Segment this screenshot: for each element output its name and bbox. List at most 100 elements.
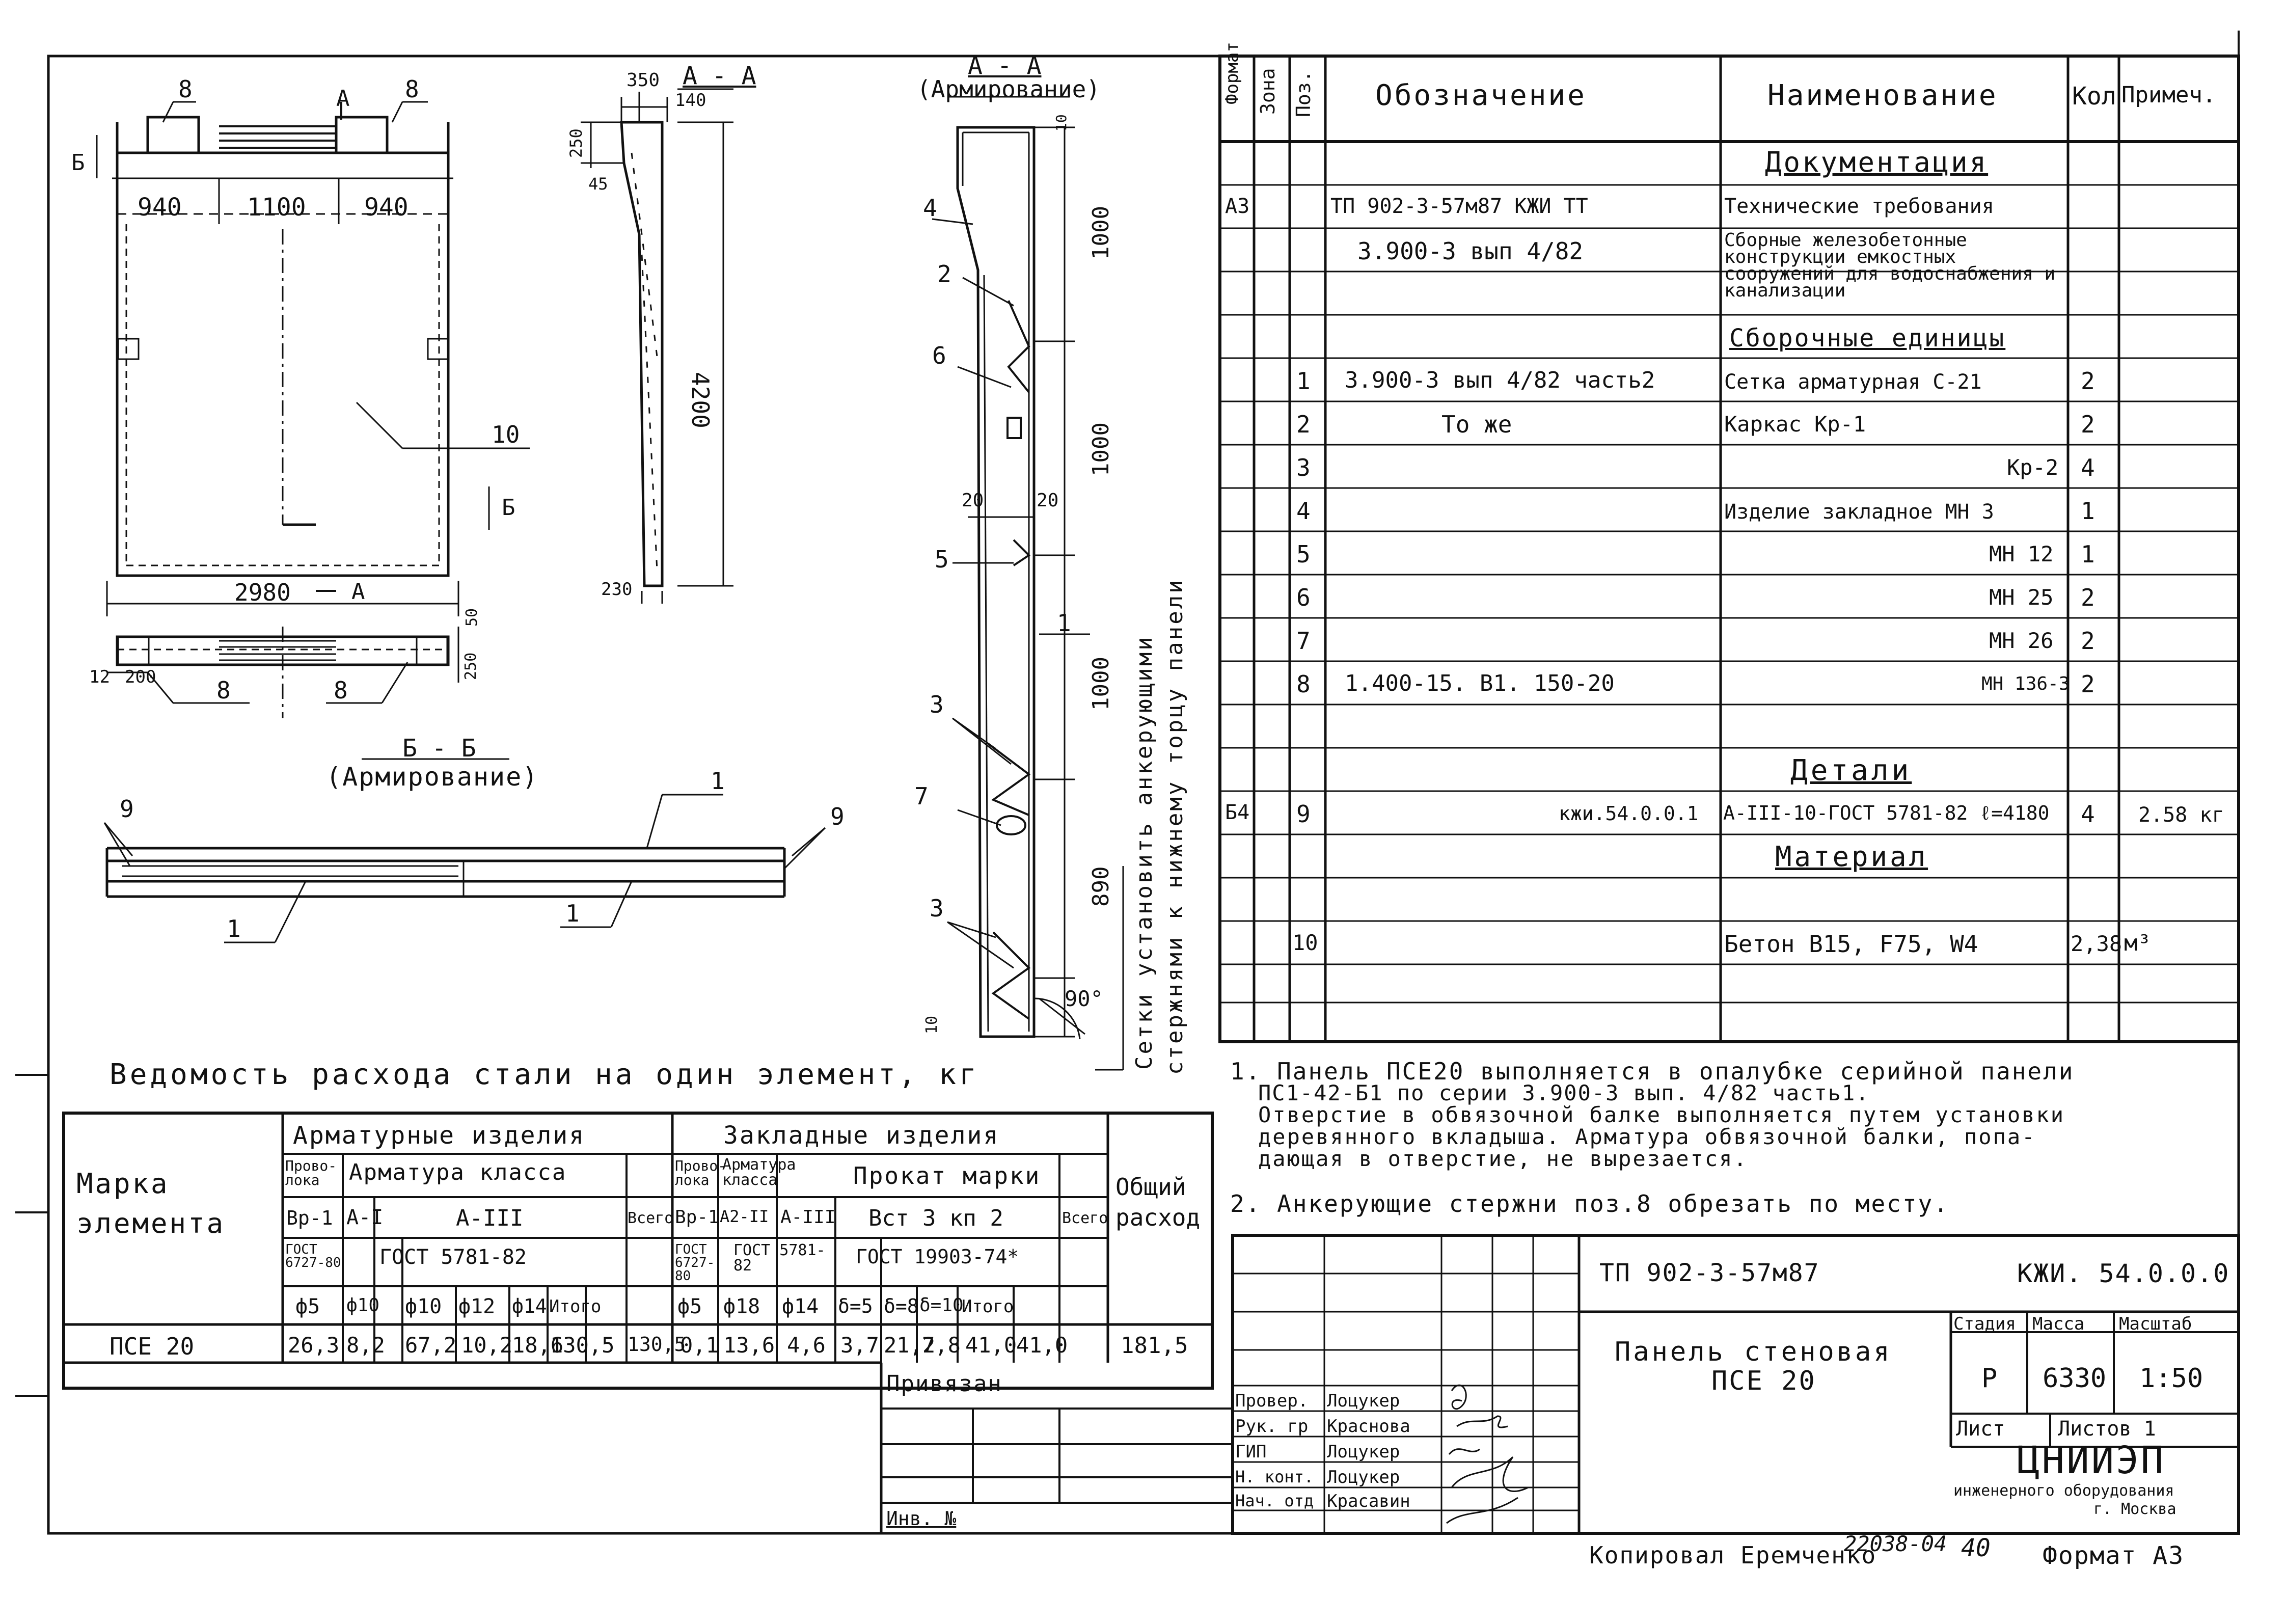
col-zone-header: Зона bbox=[1257, 68, 1279, 115]
grade-label: А-III bbox=[456, 1205, 524, 1231]
dimension-text: 12 bbox=[89, 667, 110, 687]
signer-name: Лоцукер bbox=[1327, 1442, 1400, 1462]
signer-name: Красавин bbox=[1327, 1491, 1410, 1511]
callout-label: 1 bbox=[711, 767, 725, 795]
steel-value: 8,2 bbox=[346, 1333, 385, 1358]
element-mark: ПСЕ 20 bbox=[110, 1333, 195, 1360]
callout-label: 8 bbox=[405, 75, 419, 103]
steel-value: 0,1 bbox=[680, 1333, 719, 1358]
steel-title: Ведомость расхода стали на один элемент,… bbox=[110, 1058, 979, 1091]
row-name: Изделие закладное МН 3 bbox=[1724, 500, 1994, 524]
scale-value: 1:50 bbox=[2139, 1363, 2203, 1394]
row-name: Технические требования bbox=[1724, 195, 1994, 218]
dimension-text: 350 bbox=[627, 70, 660, 91]
callout-label: 1 bbox=[227, 915, 241, 942]
title-block-grid bbox=[1231, 1234, 2240, 1535]
document-code: КЖИ. 54.0.0.0 bbox=[2017, 1259, 2230, 1288]
section-title: Б - Б bbox=[402, 734, 476, 763]
section-details-title: Детали bbox=[1790, 754, 1912, 787]
organization-subtitle: инженерного оборудования bbox=[1953, 1482, 2174, 1500]
diam-label: ф5 bbox=[295, 1295, 320, 1318]
steel-value: 7,8 bbox=[922, 1333, 961, 1358]
col-arm-header: Арматурные изделия bbox=[293, 1121, 586, 1150]
section-subtitle: (Армирование) bbox=[917, 75, 1101, 103]
dimension-text: 250 bbox=[462, 652, 480, 680]
sheet-label: Лист bbox=[1956, 1417, 2005, 1441]
row-pos: 6 bbox=[1296, 584, 1311, 611]
callout-label: 4 bbox=[923, 194, 937, 222]
wire-header: Прово-лока bbox=[675, 1157, 727, 1188]
callout-label: 1 bbox=[1057, 609, 1071, 637]
col-format-header: Формат bbox=[1222, 42, 1242, 104]
diam-label: δ=10 bbox=[919, 1295, 964, 1316]
copied-by: Копировал Еремченко bbox=[1589, 1541, 1877, 1569]
stage-header: Стадия bbox=[1953, 1314, 2016, 1334]
diam-label: δ=8 bbox=[884, 1295, 919, 1317]
col-note-header: Примеч. bbox=[2121, 82, 2216, 108]
diam-label: ф14 bbox=[512, 1295, 547, 1317]
project-code: ТП 902-3-57м87 bbox=[1599, 1259, 1820, 1287]
section-mark: Б bbox=[502, 495, 515, 521]
dimension-text: 20 bbox=[1037, 490, 1059, 511]
dimension-text: 45 bbox=[588, 174, 608, 194]
scale-header: Масштаб bbox=[2119, 1314, 2192, 1334]
dimension-text: 20 bbox=[962, 490, 984, 511]
section-mark: А bbox=[351, 579, 365, 605]
steel-value: 3,7 bbox=[840, 1333, 879, 1358]
row-pos: 10 bbox=[1292, 930, 1318, 955]
row-qty: 2 bbox=[2081, 411, 2095, 438]
note-line: Отверстие в обвязочной балке выполняется… bbox=[1258, 1102, 2065, 1127]
section-title: А - А bbox=[683, 62, 756, 90]
row-designation: 1.400-15. В1. 150-20 bbox=[1345, 670, 1615, 696]
dimension-text: 1100 bbox=[247, 193, 306, 222]
role-label: Рук. гр bbox=[1235, 1416, 1309, 1437]
diam-label: ф5 bbox=[677, 1295, 702, 1318]
dimension-text: 940 bbox=[364, 193, 409, 222]
diam-label: ф18 bbox=[723, 1295, 760, 1318]
diam-label: δ=5 bbox=[838, 1295, 873, 1317]
callout-label: 8 bbox=[216, 676, 231, 704]
organization-name: ЦНИИЭП bbox=[2017, 1439, 2166, 1482]
grade-label: Вр-1 bbox=[675, 1207, 719, 1228]
row-designation: То же bbox=[1441, 411, 1512, 438]
row-note: 2.58 кг bbox=[2138, 803, 2224, 827]
dimension-text: 890 bbox=[1088, 866, 1114, 907]
note-line: 2. Анкерующие стержни поз.8 обрезать по … bbox=[1230, 1190, 1949, 1217]
rolled-header: Прокат марки bbox=[853, 1162, 1041, 1189]
row-format: А3 bbox=[1225, 195, 1250, 218]
note-line: дающая в отверстие, не вырезается. bbox=[1258, 1146, 1748, 1171]
steel-value: 41,0 bbox=[965, 1333, 1017, 1358]
steel-value: 13,6 bbox=[723, 1333, 775, 1358]
row-qty: 4 bbox=[2081, 454, 2095, 481]
vertical-note: стержнями к нижнему торцу панели bbox=[1162, 578, 1188, 1075]
steel-value: 67,2 bbox=[405, 1333, 457, 1358]
steel-value: 18,6 bbox=[512, 1333, 564, 1358]
spec-table-grid bbox=[1218, 55, 2240, 1043]
steel-value: 10,2 bbox=[461, 1333, 513, 1358]
grade-label: А-I bbox=[346, 1206, 384, 1229]
note-line: ПС1-42-Б1 по серии 3.900-3 вып. 4/82 час… bbox=[1258, 1080, 1870, 1105]
section-aa-form bbox=[581, 88, 733, 604]
dimension-text: 1000 bbox=[1088, 422, 1114, 476]
row-name: Каркас Кр-1 bbox=[1724, 412, 1866, 437]
row-name: МН 12 bbox=[1989, 542, 2054, 566]
callout-label: 3 bbox=[930, 691, 944, 718]
role-label: ГИП bbox=[1235, 1442, 1267, 1462]
section-aa-reinforcement bbox=[932, 96, 1124, 1071]
section-mark: А bbox=[336, 86, 350, 112]
row-name: Кр-2 bbox=[2007, 455, 2059, 480]
section-mark: Б bbox=[71, 150, 85, 176]
archive-number: 22038-04 bbox=[1844, 1531, 1947, 1556]
callout-label: 7 bbox=[914, 782, 929, 810]
row-designation: 3.900-3 вып 4/82 bbox=[1357, 237, 1584, 265]
gost-label: ГОСТ 5781-82 bbox=[733, 1241, 826, 1275]
steel-value: 41,0 bbox=[1016, 1333, 1068, 1358]
section-bb bbox=[103, 758, 826, 943]
privyazan-label: Привязан bbox=[886, 1371, 1002, 1397]
vertical-note: Сетки установить анкерующими bbox=[1131, 635, 1157, 1070]
row-pos: 5 bbox=[1296, 540, 1311, 568]
callout-label: 9 bbox=[120, 795, 134, 823]
dimension-text: 2980 bbox=[234, 579, 291, 606]
vsego-label: Всего bbox=[628, 1209, 674, 1227]
callout-label: 5 bbox=[935, 546, 949, 573]
